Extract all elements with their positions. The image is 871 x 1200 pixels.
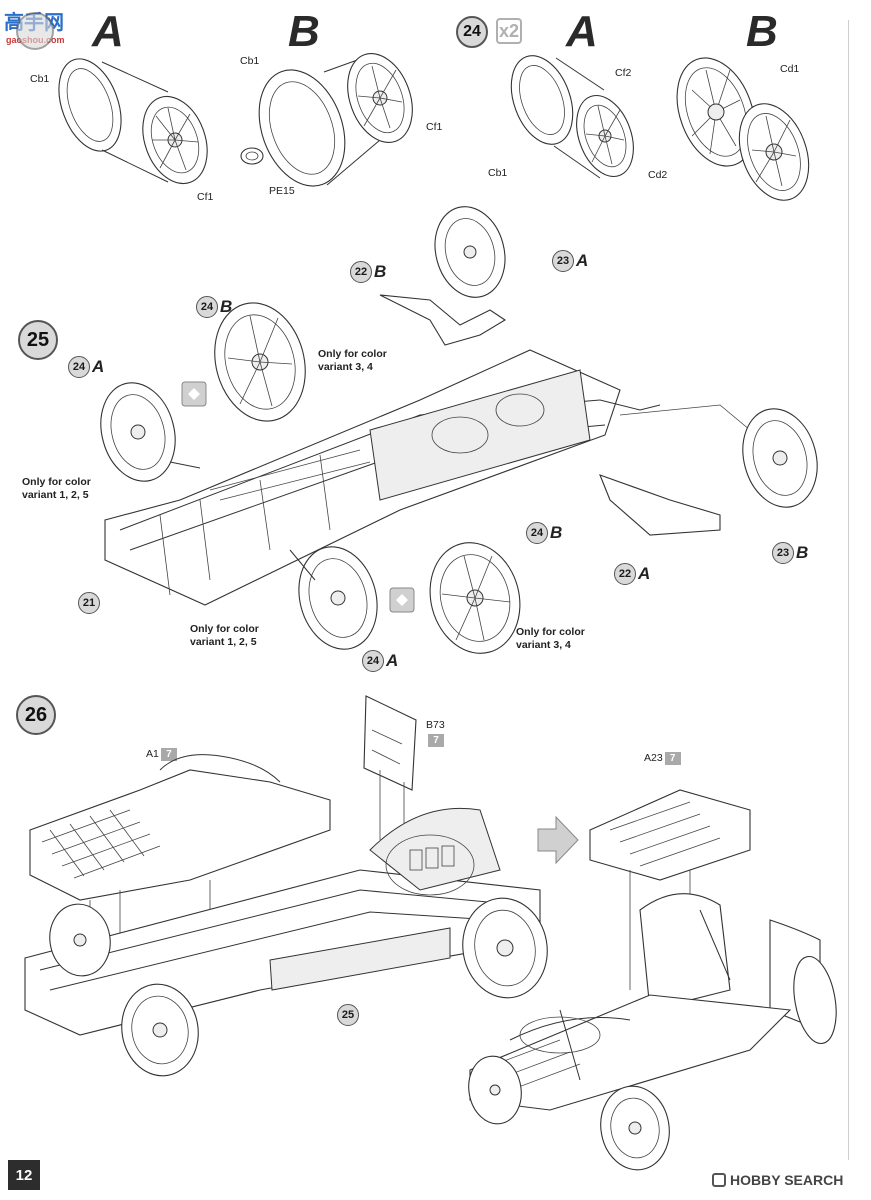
note-variant-1-2-5-lower: Only for color variant 1, 2, 5 (190, 623, 259, 649)
part-label-cb1-b: Cb1 (240, 55, 260, 67)
ref-24a-lower-number: 24 (362, 650, 384, 672)
ref-22a-number: 22 (614, 563, 636, 585)
part-a23-name: A23 (644, 752, 663, 764)
variant-b-heading-right: B (746, 7, 778, 56)
note-variant-3-4-upper: Only for color variant 3, 4 (318, 348, 387, 374)
part-label-pe15: PE15 (269, 185, 295, 197)
step-26-completed-illustration (468, 789, 837, 1171)
paint-b73-code: 7 (428, 733, 444, 747)
ref-24a-upper: 24 A (68, 356, 104, 378)
ref-24a-lower-letter: A (386, 651, 399, 670)
step-23-partial-circle (16, 12, 54, 50)
variant-b-heading: B (288, 7, 320, 56)
hobby-search-watermark: HOBBY SEARCH (712, 1172, 843, 1188)
ref-24a-upper-number: 24 (68, 356, 90, 378)
wheel-assembly-a-illustration (58, 58, 208, 185)
ref-23a-letter: A (576, 251, 589, 270)
ref-24b-upper-letter: B (220, 297, 233, 316)
part-label-cf2: Cf2 (615, 67, 632, 79)
part-label-cd2: Cd2 (648, 169, 668, 181)
hobby-search-logo-icon (712, 1173, 726, 1187)
paint-a23-code: 7 (664, 752, 681, 765)
note-variant-3-4-lower: Only for color variant 3, 4 (516, 626, 585, 652)
ref-24b-upper-number: 24 (196, 296, 218, 318)
ref-24a-lower: 24 A (362, 650, 398, 672)
multiplier-x2-badge: x2 (496, 18, 522, 44)
ref-21: 21 (78, 592, 100, 614)
part-label-cb1-a: Cb1 (30, 73, 50, 85)
ref-22b-letter: B (374, 262, 387, 281)
step-26-body-floor-illustration (24, 695, 548, 1077)
ref-24b-lower-number: 24 (526, 522, 548, 544)
ref-24b-lower: 24 B (526, 522, 562, 544)
ref-23b-letter: B (796, 543, 809, 562)
part-label-cf1-a: Cf1 (197, 191, 214, 203)
ref-23a-number: 23 (552, 250, 574, 272)
page-number: 12 (8, 1160, 40, 1190)
ref-24a-upper-letter: A (92, 357, 105, 376)
page-right-border (848, 20, 849, 1160)
ref-24b-upper: 24 B (196, 296, 232, 318)
step-25-chassis-illustration (100, 206, 818, 654)
paint-a1-code: 7 (160, 748, 177, 761)
step-24-badge: 24 (456, 16, 488, 48)
ref-25-number: 25 (337, 1004, 359, 1026)
ref-22b: 22 B (350, 261, 386, 283)
next-step-arrow-icon (537, 815, 579, 865)
wheel-24a-illustration (510, 55, 634, 179)
part-b73-name: B73 (426, 719, 445, 731)
part-label-cf1-b: Cf1 (426, 121, 443, 133)
ref-22b-number: 22 (350, 261, 372, 283)
part-label-cb1-c: Cb1 (488, 167, 508, 179)
ref-23b-number: 23 (772, 542, 794, 564)
note-variant-1-2-5-left: Only for color variant 1, 2, 5 (22, 476, 91, 502)
variant-a-heading-right: A (566, 7, 598, 56)
ref-21-number: 21 (78, 592, 100, 614)
ref-25-step26: 25 (337, 1004, 359, 1026)
part-label-b73: B73 7 (426, 720, 445, 747)
part-label-cd1: Cd1 (780, 63, 800, 75)
wheel-assembly-b-illustration (240, 53, 413, 187)
ref-22a-letter: A (638, 564, 651, 583)
ref-23b: 23 B (772, 542, 808, 564)
variant-a-heading: A (92, 7, 124, 56)
ref-22a: 22 A (614, 563, 650, 585)
step-26-badge: 26 (16, 695, 56, 735)
ref-24b-lower-letter: B (550, 523, 563, 542)
wheel-24b-illustration (676, 57, 810, 201)
hobby-search-brand: HOBBY SEARCH (730, 1172, 844, 1188)
part-a1-name: A1 (146, 748, 159, 760)
step-25-badge: 25 (18, 320, 58, 360)
ref-23a: 23 A (552, 250, 588, 272)
